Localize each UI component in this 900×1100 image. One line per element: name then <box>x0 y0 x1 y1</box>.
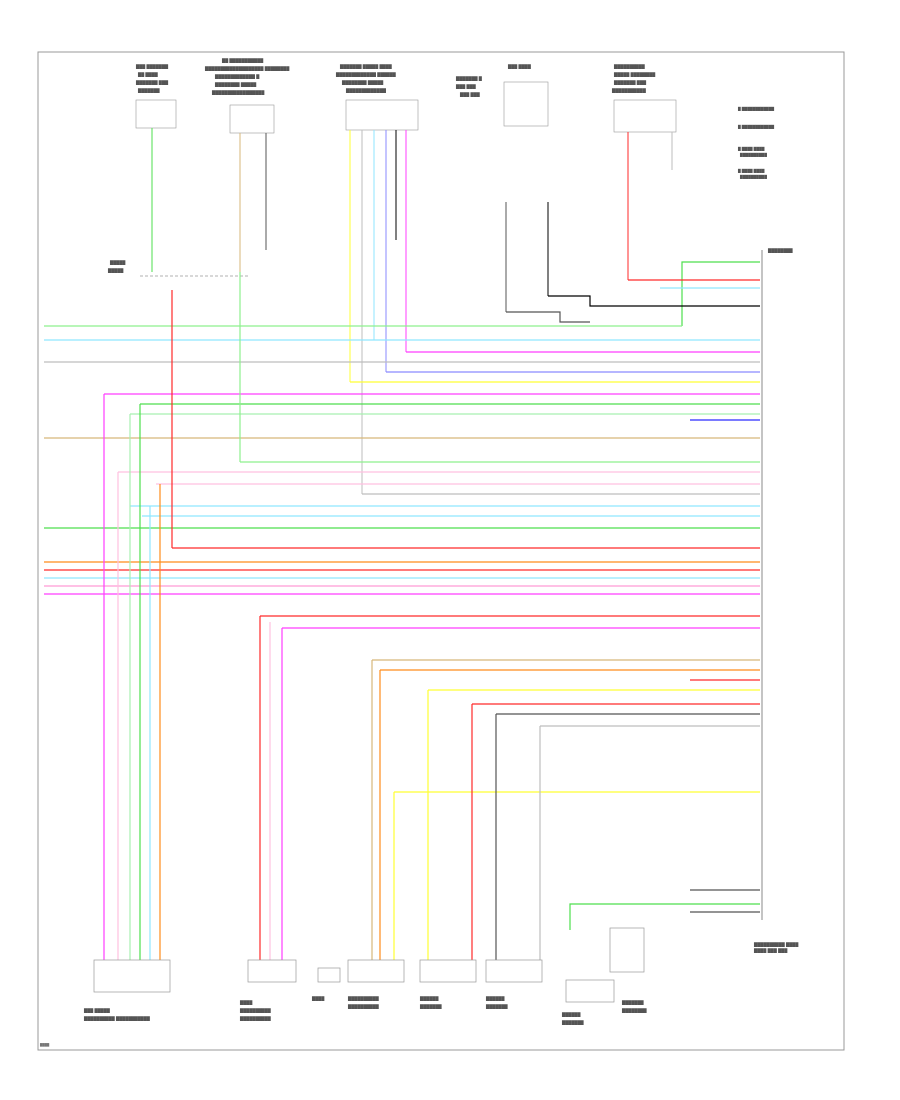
svg-text:██████: ██████ <box>419 996 439 1001</box>
svg-text:███████: ███████ <box>485 1004 508 1009</box>
bottom-labels: ███ █████ ██████████ ███████████ ████ ██… <box>39 996 648 1047</box>
svg-text:████: ████ <box>39 1043 50 1047</box>
svg-text:███████: ███████ <box>137 88 160 93</box>
svg-text:████: ████ <box>311 996 325 1001</box>
svg-text:█ ████ ████: █ ████ ████ <box>737 168 765 173</box>
svg-text:███████: ███████ <box>621 1000 644 1005</box>
svg-text:█ ████████████: █ ████████████ <box>737 106 774 111</box>
svg-text:███ ███████: ███ ███████ <box>135 64 169 69</box>
svg-text:██████████: ██████████ <box>239 1008 272 1013</box>
svg-text:█ ████████████: █ ████████████ <box>737 124 774 129</box>
svg-text:██████████: ██████████ <box>347 996 380 1001</box>
svg-text:██████: ██████ <box>561 1012 581 1017</box>
svg-text:███████ █: ███████ █ <box>455 76 483 81</box>
notes-legend: █ ████████████ █ ████████████ █ ████ ███… <box>737 106 774 179</box>
svg-text:██ ████: ██ ████ <box>137 72 159 77</box>
svg-text:███████ █████ ████: ███████ █████ ████ <box>339 64 393 69</box>
svg-text:██████████: ██████████ <box>613 64 646 69</box>
svg-text:███████ ███: ███████ ███ <box>613 80 647 85</box>
svg-text:█████: █████ <box>109 260 126 265</box>
svg-text:███████: ███████ <box>561 1020 584 1025</box>
junction-connector: █████ █████ <box>107 260 250 277</box>
svg-text:████████ █████: ████████ █████ <box>214 82 257 87</box>
svg-text:█████████████: █████████████ <box>345 88 387 93</box>
svg-text:█████: █████ <box>107 268 124 273</box>
svg-text:██████████: ██████████ <box>239 1016 272 1021</box>
svg-text:█████████████████: █████████████████ <box>211 90 265 95</box>
diagram-frame <box>37 51 845 1051</box>
svg-text:██ ███████████: ██ ███████████ <box>221 58 264 63</box>
svg-text:██████████ ███████████: ██████████ ███████████ <box>83 1016 151 1021</box>
svg-text:████████ █████: ████████ █████ <box>341 80 384 85</box>
top-component-5: ██████████ █████ ████████ ███████ ███ ██… <box>611 64 677 133</box>
top-vertical-wires <box>151 128 673 494</box>
svg-text:████████: ████████ <box>621 1008 648 1013</box>
bottom-components <box>93 927 645 1003</box>
top-component-4: ███ ████ ███████ █ ███ ███ ███ ███ <box>455 64 549 127</box>
horizontal-wires <box>44 261 760 930</box>
ecu-connector: ████████ ██████████ ████ ████ ███ ███ <box>753 248 799 953</box>
svg-text:███ █████: ███ █████ <box>83 1008 111 1013</box>
svg-text:█████ ████████: █████ ████████ <box>613 72 656 77</box>
svg-text:███████: ███████ <box>419 1004 442 1009</box>
svg-text:███ ███: ███ ███ <box>459 92 481 97</box>
svg-text:██████████: ██████████ <box>347 1004 380 1009</box>
svg-text:████████: ████████ <box>767 248 794 253</box>
svg-text:███████████: ███████████ <box>611 88 647 93</box>
svg-text:████ ███ ███: ████ ███ ███ <box>753 948 788 953</box>
svg-text:██████████ ████: ██████████ ████ <box>753 942 799 947</box>
svg-text:███████████████████ ████████: ███████████████████ ████████ <box>204 66 290 71</box>
svg-text:█████████████ █: █████████████ █ <box>214 74 260 79</box>
top-component-1: ███ ███████ ██ ████ ███████ ███ ███████ <box>135 64 177 129</box>
svg-text:██████████: ██████████ <box>739 174 767 179</box>
svg-text:███ ███: ███ ███ <box>455 84 477 89</box>
svg-text:████: ████ <box>239 1000 253 1005</box>
svg-text:███ ████: ███ ████ <box>507 64 532 69</box>
svg-text:██████: ██████ <box>485 996 505 1001</box>
svg-text:█████████████ ██████: █████████████ ██████ <box>335 72 397 77</box>
top-component-2: ██ ███████████ ███████████████████ █████… <box>204 58 290 134</box>
svg-text:██████████: ██████████ <box>739 152 767 157</box>
svg-text:███████ ███: ███████ ███ <box>135 80 169 85</box>
left-vertical-wires <box>103 272 541 960</box>
svg-text:█ ████ ████: █ ████ ████ <box>737 146 765 151</box>
top-component-3: ███████ █████ ████ █████████████ ██████ … <box>335 64 419 131</box>
